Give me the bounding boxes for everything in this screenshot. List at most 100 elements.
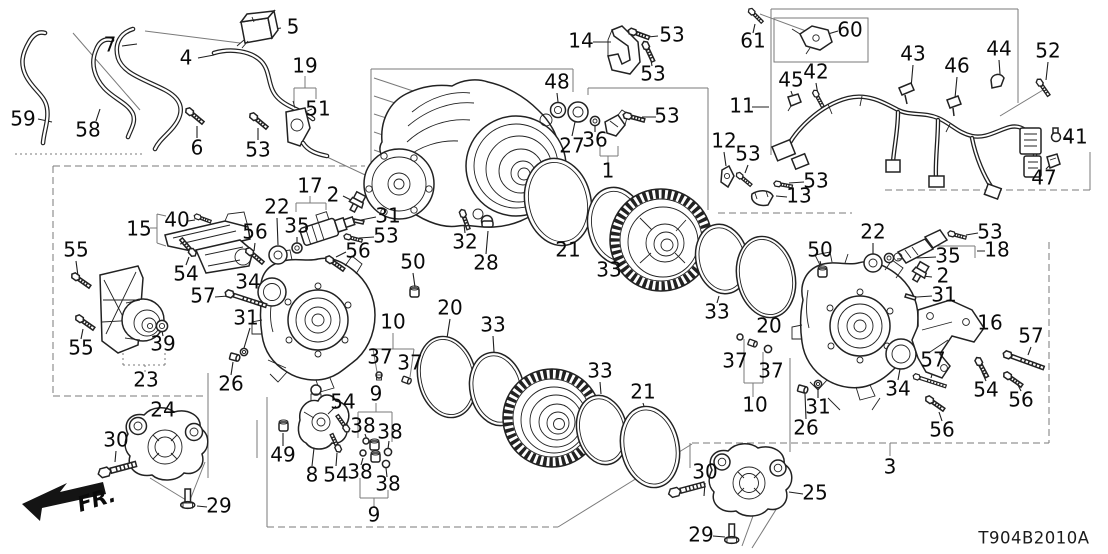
part-label-47-27: 47 (1031, 166, 1056, 190)
part-label-12-28: 12 (711, 129, 736, 153)
stay-bracket-16 (911, 299, 985, 379)
breather-hose-4 (211, 48, 316, 122)
part-label-21-67: 21 (630, 380, 655, 404)
part-label-57-89: 57 (1018, 324, 1043, 348)
breather-hose-59 (20, 30, 50, 146)
bolt-54-right (973, 355, 991, 380)
oil-seal-34-right (885, 338, 917, 370)
part-label-38-72: 38 (347, 460, 372, 484)
part-label-53-10: 53 (659, 23, 684, 47)
part-label-38-70: 38 (350, 414, 375, 438)
part-label-53-30: 53 (803, 169, 828, 193)
part-label-37-58: 37 (367, 345, 392, 369)
sensor-17 (299, 211, 356, 246)
bolt-56-right-b (923, 393, 947, 413)
part-label-39-47: 39 (150, 332, 175, 356)
part-label-57-90: 57 (920, 348, 945, 372)
sensor-1 (604, 109, 629, 137)
part-label-28-55: 28 (473, 251, 498, 275)
control-motor-8 (297, 384, 350, 450)
part-label-2-86: 2 (937, 264, 950, 288)
part-label-9-68: 9 (370, 382, 383, 406)
actuator-assembly-23 (99, 265, 165, 354)
mount-bracket-25 (708, 443, 793, 517)
part-label-26-99: 26 (793, 416, 818, 440)
part-label-29-53: 29 (206, 494, 231, 518)
collar-27 (567, 101, 589, 123)
vacuum-valve-19-51 (285, 100, 330, 159)
washer-48 (549, 101, 567, 119)
part-label-53-11: 53 (640, 62, 665, 86)
bolt-29-right (723, 523, 740, 545)
part-label-41-26: 41 (1062, 125, 1087, 149)
bolt-56-right-a (1001, 369, 1025, 389)
bolt-53-c (640, 39, 657, 64)
part-label-2-38: 2 (327, 183, 340, 207)
part-label-7-2: 7 (104, 33, 117, 57)
part-label-29-79: 29 (688, 523, 713, 547)
screw-42 (811, 88, 826, 109)
bolt-61 (746, 6, 765, 25)
breather-hose-7 (114, 26, 183, 152)
part-label-59-0: 59 (10, 107, 35, 131)
spacer-38-set (359, 437, 393, 469)
clamp-13 (750, 190, 774, 207)
part-label-26-50: 26 (218, 372, 243, 396)
part-label-54-92: 54 (973, 378, 998, 402)
part-label-19-7: 19 (292, 54, 317, 78)
part-label-20-65: 20 (756, 314, 781, 338)
bolt-52 (1034, 77, 1052, 98)
part-label-40-32: 40 (164, 208, 189, 232)
oring-21-bottom (619, 405, 681, 489)
bolt-40 (192, 212, 213, 225)
bolt-53-a (247, 110, 270, 131)
oring-36 (589, 115, 601, 127)
part-label-18-85: 18 (984, 238, 1009, 262)
clip-45 (787, 93, 802, 112)
oring-35-right (883, 252, 895, 264)
part-label-3-100: 3 (884, 455, 897, 479)
part-label-35-36: 35 (284, 214, 309, 238)
part-label-56-93: 56 (1008, 388, 1033, 412)
differential-carrier-housing (363, 79, 567, 228)
part-label-30-78: 30 (692, 460, 717, 484)
sensor-2-left (348, 190, 367, 214)
part-label-55-48: 55 (68, 336, 93, 360)
dowel-50-right (817, 265, 828, 278)
part-label-4-3: 4 (180, 46, 193, 70)
part-label-49-75: 49 (270, 443, 295, 467)
part-label-57-44: 57 (190, 284, 215, 308)
plug-37-left-b (400, 375, 413, 386)
breather-valve-60 (791, 25, 833, 55)
cap-49 (278, 419, 289, 432)
part-label-35-84: 35 (935, 244, 960, 268)
part-label-33-63: 33 (596, 258, 621, 282)
part-label-48-12: 48 (544, 70, 569, 94)
ring-37-right-c (763, 344, 773, 354)
clip-43 (898, 82, 915, 105)
pin-37-left-a (375, 371, 383, 381)
plug-37-right-b (746, 338, 759, 349)
breather-hose-58 (91, 37, 137, 140)
part-label-10-97: 10 (742, 393, 767, 417)
part-label-30-52: 30 (103, 428, 128, 452)
part-label-56-41: 56 (345, 239, 370, 263)
left-case-housing (251, 249, 376, 393)
part-label-53-29: 53 (735, 142, 760, 166)
part-label-13-31: 13 (786, 184, 811, 208)
part-label-61-17: 61 (740, 29, 765, 53)
breather-plug-28 (480, 214, 494, 228)
bolt-29-left (179, 488, 196, 510)
group-boundary-lines (15, 8, 1091, 549)
part-label-44-24: 44 (986, 37, 1011, 61)
clip-41 (1050, 127, 1062, 143)
part-label-37-95: 37 (722, 349, 747, 373)
part-label-23-49: 23 (133, 368, 158, 392)
bolt-30-left (96, 458, 138, 480)
part-label-31-46: 31 (233, 306, 258, 330)
oring-31-left (239, 347, 249, 357)
part-label-31-87: 31 (931, 283, 956, 307)
washer-22-right (863, 253, 883, 273)
part-label-25-80: 25 (802, 481, 827, 505)
